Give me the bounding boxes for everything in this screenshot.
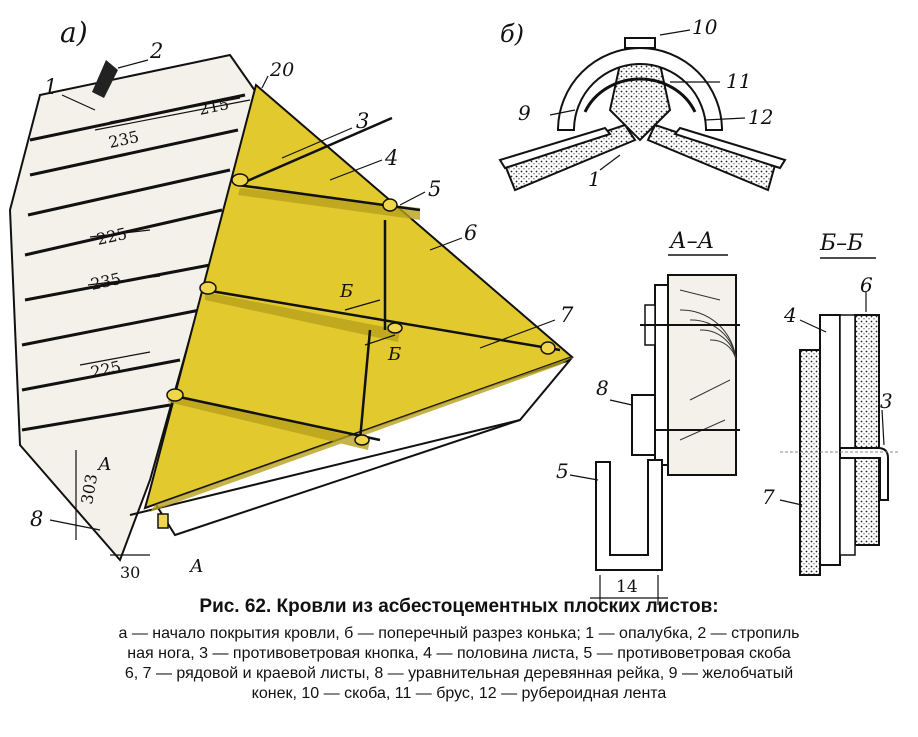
figure-caption: Рис. 62. Кровли из асбестоцементных плос… (0, 596, 918, 704)
panel-a: а) 1 2 3 4 5 6 7 8 20 215 235 225 235 22… (8, 16, 574, 582)
caption-line: ная нога, 3 — противоветровая кнопка, 4 … (127, 645, 791, 662)
callout-3: 3 (356, 109, 369, 133)
callout-3-bb: 3 (880, 389, 893, 413)
bb-sheet-6 (854, 314, 880, 546)
rafter (92, 60, 118, 98)
dimension-14: 14 (616, 577, 638, 597)
section-b-b-title: Б–Б (819, 231, 863, 256)
caption-title: Рис. 62. Кровли из асбестоцементных плос… (199, 596, 719, 617)
section-mark-b-bottom: Б (387, 344, 401, 365)
callout-7: 7 (560, 303, 574, 327)
caption-line: 6, 7 — рядовой и краевой листы, 8 — урав… (124, 665, 794, 682)
callout-8-aa: 8 (596, 376, 609, 400)
panel-b-label: б) (500, 20, 524, 48)
ridge-clip (624, 37, 656, 49)
callout-6-bb: 6 (860, 273, 873, 297)
bb-wind-knob (839, 447, 889, 501)
callout-5: 5 (428, 177, 441, 201)
caption-line: конек, 10 — скоба, 11 — брус, 12 — рубер… (251, 685, 667, 702)
callout-10: 10 (692, 15, 718, 39)
roof-sheathing (8, 53, 260, 562)
section-a-a: А–А 8 5 14 (556, 229, 740, 605)
caption-line: а — начало покрытия кровли, б — поперечн… (118, 625, 800, 642)
grooved-ridge (556, 47, 724, 131)
callout-7-bb: 7 (762, 485, 775, 509)
callout-4-bb: 4 (783, 303, 797, 327)
callout-11: 11 (726, 69, 751, 93)
aa-timber (667, 274, 737, 476)
caption-legend: а — начало покрытия кровли, б — поперечн… (0, 624, 918, 704)
section-b-b: Б–Б 4 6 3 7 (762, 231, 900, 576)
panel-b: б) 10 9 11 12 1 (498, 15, 787, 192)
section-a-a-title: А–А (668, 229, 714, 254)
callout-6: 6 (464, 221, 477, 245)
leader-lines (49, 59, 556, 531)
section-mark-a-bottom: А (188, 556, 204, 577)
bb-sheet-4 (819, 314, 841, 566)
panel-a-label: а) (60, 16, 88, 49)
dimension-30: 30 (120, 563, 140, 582)
callout-4: 4 (384, 146, 398, 170)
callout-2: 2 (149, 39, 163, 63)
callout-8: 8 (30, 507, 43, 531)
dimension-lines (75, 97, 396, 556)
callout-9: 9 (518, 101, 531, 125)
callout-5-aa: 5 (556, 459, 569, 483)
sheathing-boards (21, 93, 246, 432)
section-mark-a-top: А (96, 454, 112, 475)
bb-sheet-7 (799, 349, 821, 576)
wind-clips (157, 173, 556, 529)
aa-lath (631, 394, 656, 456)
callout-20: 20 (269, 59, 294, 81)
callout-1b: 1 (588, 167, 601, 191)
callout-12: 12 (748, 105, 773, 129)
aa-hook (595, 459, 663, 571)
section-mark-b-top: Б (339, 281, 353, 302)
callout-1: 1 (44, 75, 57, 99)
eave-line (129, 419, 521, 516)
aa-sheet (654, 284, 669, 466)
